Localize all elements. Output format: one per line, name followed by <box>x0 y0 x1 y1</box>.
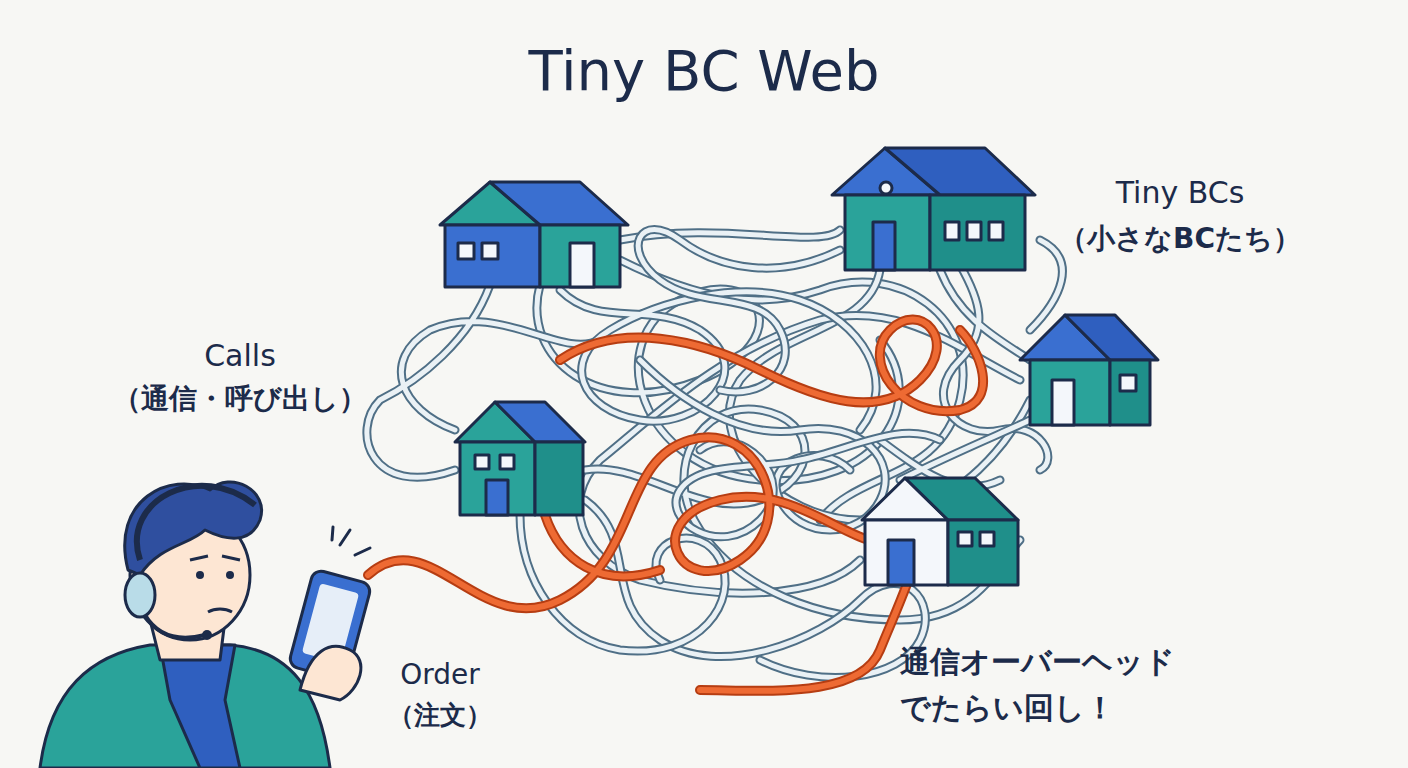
note-text: でたらい回し！ <box>900 688 1115 729</box>
operator-person <box>40 482 372 768</box>
group-label: （小さなBCたち） <box>1059 220 1301 258</box>
house <box>832 148 1035 270</box>
tangled-calls <box>367 229 1063 677</box>
order-path <box>368 320 983 691</box>
action-label: Order <box>400 658 480 691</box>
house <box>862 478 1018 585</box>
house <box>455 402 585 515</box>
note-text: 通信オーバーヘッド <box>900 642 1175 683</box>
connector-label: （通信・呼び出し） <box>113 380 367 418</box>
group-label: Tiny BCs <box>1116 175 1245 210</box>
house <box>440 182 628 287</box>
connector-label: Calls <box>204 338 276 373</box>
action-label: （注文） <box>388 698 492 733</box>
diagram-title: Tiny BC Web <box>529 38 880 103</box>
house <box>1020 315 1158 425</box>
